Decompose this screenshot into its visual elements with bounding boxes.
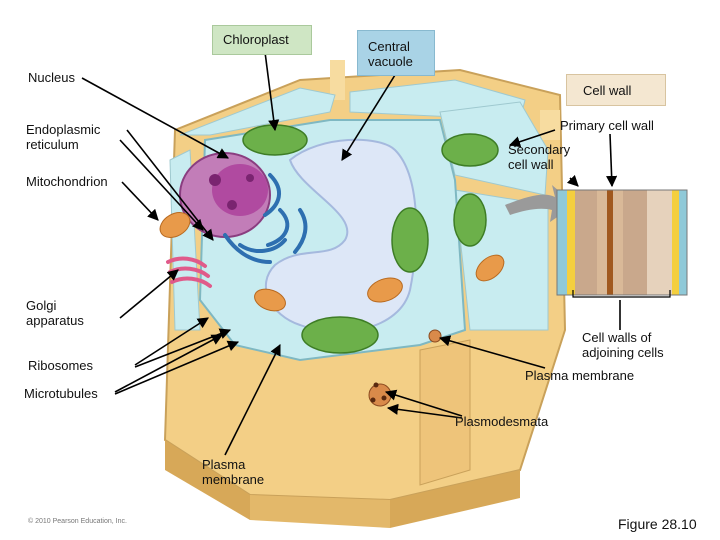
- label-cell-walls-adjoining: Cell walls of adjoining cells: [582, 330, 664, 360]
- label-nucleus: Nucleus: [28, 70, 75, 85]
- label-cell-wall: Cell wall: [566, 74, 666, 106]
- cell-wall-cross-section: [556, 189, 688, 298]
- label-microtubules: Microtubules: [24, 386, 98, 401]
- label-central-vacuole: Central vacuole: [357, 30, 435, 76]
- figure-number: Figure 28.10: [618, 516, 697, 532]
- label-plasma-membrane-right: Plasma membrane: [525, 368, 635, 383]
- label-plasma-membrane-bottom: Plasma membrane: [202, 457, 265, 487]
- label-secondary-cell-wall: Secondary cell wall: [508, 142, 571, 172]
- label-ribosomes: Ribosomes: [28, 358, 94, 373]
- plasmodesmata-shape: [368, 329, 442, 407]
- er-shape: [223, 173, 308, 264]
- label-plasmodesmata: Plasmodesmata: [455, 414, 549, 429]
- label-chloroplast: Chloroplast: [212, 25, 312, 55]
- label-mitochondrion: Mitochondrion: [26, 174, 108, 189]
- copyright-notice: © 2010 Pearson Education, Inc.: [28, 518, 127, 525]
- mitochondria: [159, 212, 505, 312]
- label-golgi: Golgi apparatus: [26, 298, 84, 328]
- chloroplasts: [242, 124, 499, 354]
- leader-lines: [81, 51, 621, 456]
- nucleus-shape: [179, 152, 271, 238]
- label-primary-cell-wall: Primary cell wall: [560, 118, 654, 133]
- label-er: Endoplasmic reticulum: [26, 122, 101, 152]
